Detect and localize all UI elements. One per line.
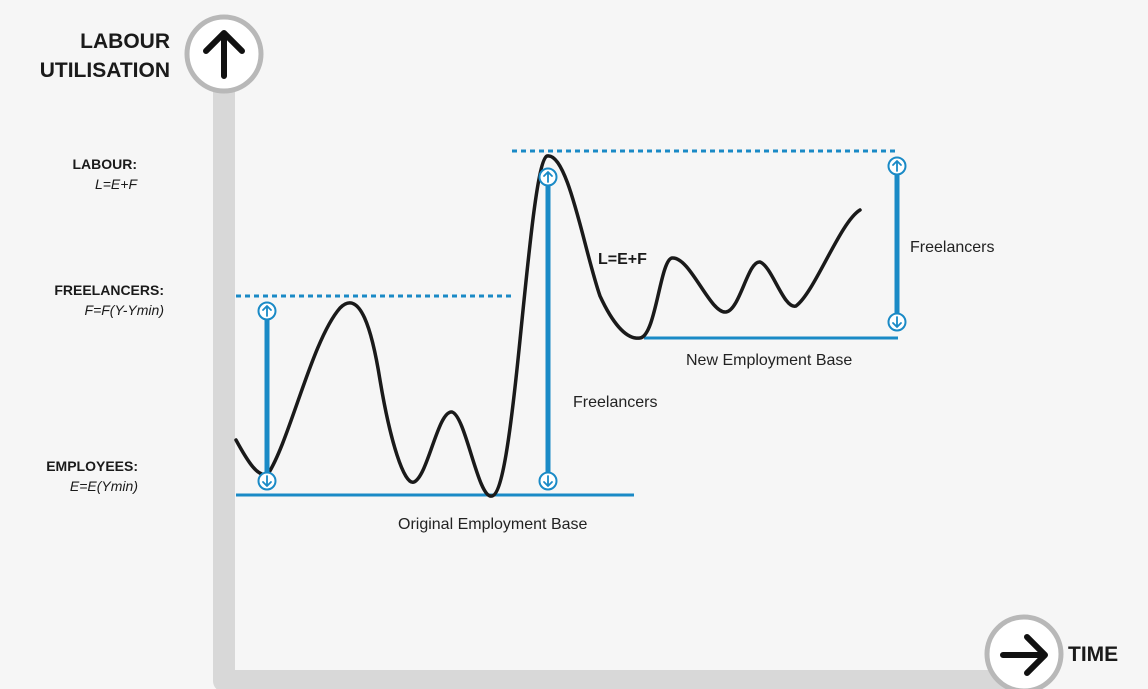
employees-legend-title: EMPLOYEES: bbox=[46, 458, 138, 474]
y-axis-title: LABOUR UTILISATION bbox=[20, 27, 170, 85]
x-axis-title: TIME bbox=[1068, 643, 1119, 666]
arrow-up-icon bbox=[184, 14, 264, 94]
freelancers-legend-formula: F=F(Y-Ymin) bbox=[84, 302, 164, 318]
measurement-bar-left bbox=[257, 301, 277, 491]
labour-curve bbox=[234, 154, 862, 498]
freelancers-label-middle: Freelancers bbox=[573, 394, 658, 411]
new-base-label: New Employment Base bbox=[686, 352, 853, 369]
measurement-bar-right bbox=[887, 156, 907, 332]
original-base-label: Original Employment Base bbox=[398, 516, 588, 533]
y-axis-title-line2: UTILISATION bbox=[39, 59, 170, 82]
axis-line bbox=[213, 69, 1011, 689]
arrow-right-icon bbox=[984, 614, 1064, 689]
employees-legend: EMPLOYEES: E=E(Ymin) bbox=[0, 456, 138, 496]
curve-label: L=E+F bbox=[598, 251, 647, 268]
measurement-bar-middle bbox=[538, 167, 558, 491]
y-axis-title-line1: LABOUR bbox=[80, 30, 170, 53]
labour-legend-title: LABOUR: bbox=[72, 156, 137, 172]
freelancers-legend: FREELANCERS: F=F(Y-Ymin) bbox=[0, 280, 164, 320]
labour-legend-formula: L=E+F bbox=[94, 176, 137, 192]
freelancers-label-right: Freelancers bbox=[910, 239, 995, 256]
freelancers-legend-title: FREELANCERS: bbox=[54, 282, 164, 298]
employees-legend-formula: E=E(Ymin) bbox=[69, 478, 138, 494]
labour-legend: LABOUR: L=E+F bbox=[0, 154, 137, 194]
